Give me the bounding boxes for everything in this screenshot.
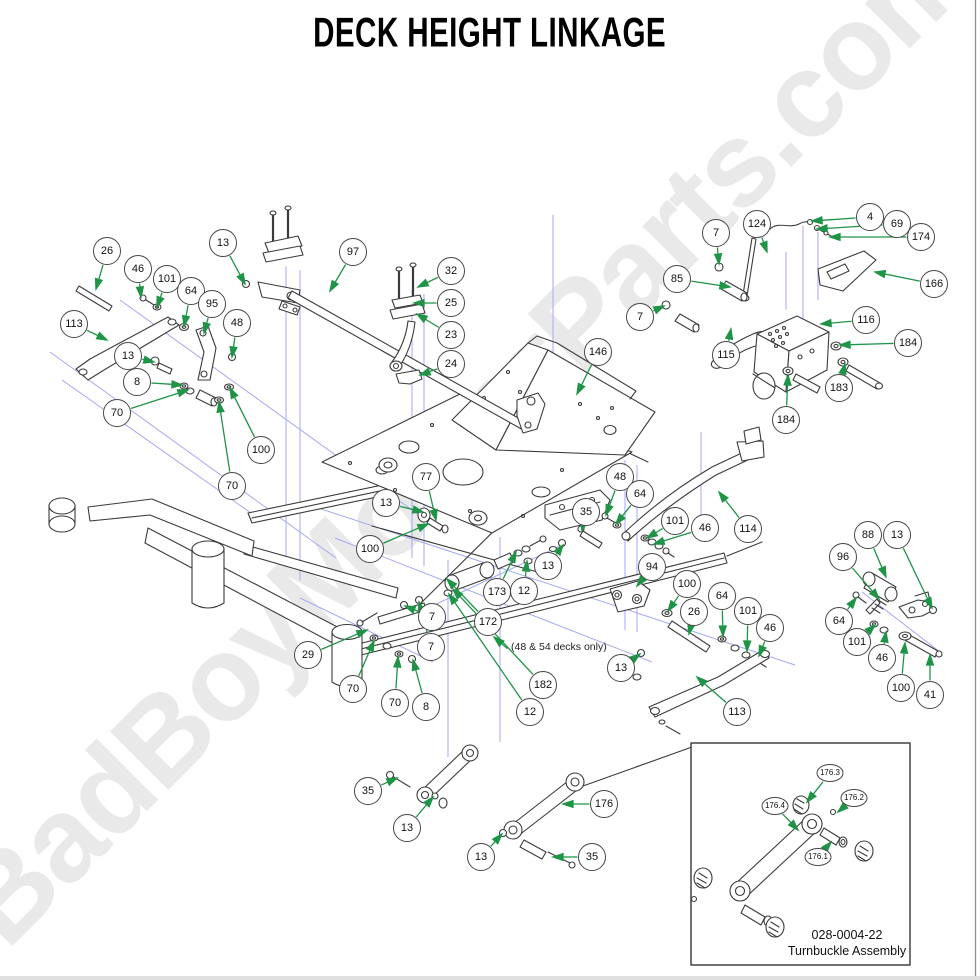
deck-size-note: (48 & 54 decks only): [511, 641, 607, 653]
callout-balloon-124: 124: [743, 210, 771, 238]
callout-balloon-25: 25: [437, 289, 465, 317]
callout-balloon-13: 13: [209, 229, 237, 257]
callout-balloon-13: 13: [534, 552, 562, 580]
callout-balloon-13: 13: [393, 814, 421, 842]
callout-balloon-100: 100: [887, 674, 915, 702]
callout-balloon-26: 26: [680, 598, 708, 626]
callout-balloon-113: 113: [60, 310, 88, 338]
callout-balloon-70: 70: [218, 472, 246, 500]
callout-balloon-96: 96: [829, 543, 857, 571]
callout-balloon-26: 26: [93, 237, 121, 265]
callout-balloon-176.1: 176.1: [804, 848, 832, 866]
callout-balloon-176.4: 176.4: [761, 797, 789, 815]
callout-balloon-12: 12: [510, 577, 538, 605]
callout-balloon-176.2: 176.2: [840, 789, 868, 807]
callout-balloon-35: 35: [578, 843, 606, 871]
frame-drawing: [48, 205, 943, 966]
callout-balloon-183: 183: [825, 374, 853, 402]
callout-balloon-32: 32: [437, 257, 465, 285]
inset-caption: 028-0004-22 Turnbuckle Assembly: [766, 927, 928, 960]
callout-balloon-13: 13: [114, 342, 142, 370]
callout-balloon-48: 48: [223, 309, 251, 337]
leader-arrows: [86, 215, 935, 862]
callout-balloon-7: 7: [417, 633, 445, 661]
callout-balloon-114: 114: [734, 515, 762, 543]
callout-balloon-182: 182: [529, 671, 557, 699]
callout-balloon-64: 64: [626, 480, 654, 508]
callout-balloon-13: 13: [372, 489, 400, 517]
callout-balloon-64: 64: [708, 582, 736, 610]
inset-caption-text: Turnbuckle Assembly: [787, 944, 907, 959]
callout-balloon-8: 8: [123, 368, 151, 396]
callout-balloon-4: 4: [856, 203, 884, 231]
callout-balloon-174: 174: [907, 223, 935, 251]
callout-balloon-85: 85: [663, 265, 691, 293]
callout-balloon-12: 12: [516, 698, 544, 726]
callout-balloon-173: 173: [483, 578, 511, 606]
callout-balloon-146: 146: [584, 338, 612, 366]
callout-balloon-41: 41: [916, 681, 944, 709]
callout-balloon-8: 8: [412, 693, 440, 721]
callout-balloon-115: 115: [712, 341, 740, 369]
callout-balloon-100: 100: [356, 535, 384, 563]
callout-balloon-46: 46: [756, 614, 784, 642]
callout-balloon-35: 35: [572, 498, 600, 526]
callout-balloon-88: 88: [854, 521, 882, 549]
callout-balloon-13: 13: [607, 654, 635, 682]
callout-balloon-94: 94: [638, 553, 666, 581]
callout-balloon-35: 35: [354, 777, 382, 805]
callout-balloon-24: 24: [437, 350, 465, 378]
callout-balloon-48: 48: [606, 463, 634, 491]
callout-balloon-13: 13: [467, 843, 495, 871]
callout-balloon-113: 113: [723, 698, 751, 726]
callout-balloon-97: 97: [339, 238, 367, 266]
callout-balloon-100: 100: [673, 570, 701, 598]
callout-balloon-101: 101: [153, 265, 181, 293]
callout-balloon-100: 100: [247, 436, 275, 464]
callout-balloon-7: 7: [418, 603, 446, 631]
page-title: DECK HEIGHT LINKAGE: [313, 9, 667, 56]
callout-balloon-116: 116: [852, 306, 880, 334]
callout-balloon-70: 70: [339, 675, 367, 703]
callout-balloon-69: 69: [883, 210, 911, 238]
callout-balloon-29: 29: [294, 641, 322, 669]
callout-balloon-101: 101: [661, 507, 689, 535]
callout-balloon-184: 184: [894, 329, 922, 357]
callout-balloon-7: 7: [702, 219, 730, 247]
callout-balloon-166: 166: [920, 270, 948, 298]
callout-balloon-95: 95: [198, 290, 226, 318]
callout-balloon-70: 70: [103, 399, 131, 427]
callout-balloon-7: 7: [626, 303, 654, 331]
callout-balloon-172: 172: [474, 608, 502, 636]
callout-balloon-101: 101: [843, 628, 871, 656]
callout-balloon-176: 176: [590, 790, 618, 818]
callout-balloon-13: 13: [883, 521, 911, 549]
inset-part-number: 028-0004-22: [811, 928, 883, 942]
callout-balloon-184: 184: [772, 406, 800, 434]
callout-balloon-70: 70: [381, 689, 409, 717]
callout-balloon-46: 46: [691, 514, 719, 542]
callout-balloon-46: 46: [124, 255, 152, 283]
callout-balloon-77: 77: [412, 463, 440, 491]
callout-balloon-46: 46: [868, 644, 896, 672]
callout-balloon-23: 23: [437, 321, 465, 349]
callout-balloon-176.3: 176.3: [816, 764, 844, 782]
